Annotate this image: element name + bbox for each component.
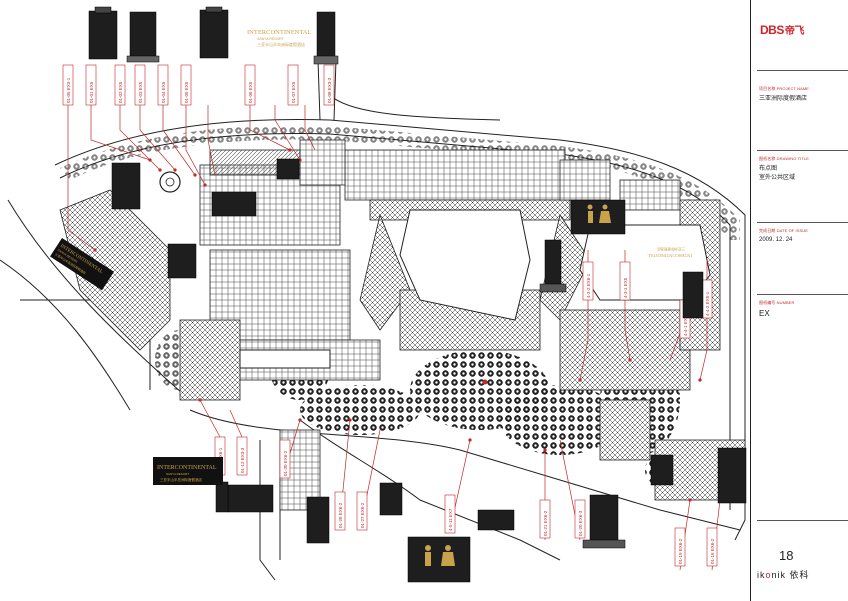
callout-label: 01-28 EX6-2 <box>338 502 343 528</box>
sign-illustrations <box>88 6 747 583</box>
date-value: 2009. 12. 24 <box>759 237 793 243</box>
ikonik-logo-part-a: ik <box>757 570 766 580</box>
ikonik-logo-cn: 依科 <box>789 570 810 580</box>
dbs-logo-cn: 帝飞 <box>784 26 805 37</box>
callout-label: 01-05 EX5 <box>184 81 189 103</box>
callout-label: 01-01 EX5 <box>89 81 94 103</box>
sign-location-markers <box>93 148 722 502</box>
callout-label: 01-20 EX6-3 <box>578 510 583 536</box>
brand-subtitle: SANYA RESORT <box>166 472 189 476</box>
number-value: EX <box>759 309 770 318</box>
dbs-logo: DBS帝飞 <box>760 22 804 37</box>
divider <box>757 70 848 71</box>
callout-label: 4-4-1 EX6-1 <box>683 311 688 336</box>
brand-name: INTERCONTINENTAL <box>647 253 692 258</box>
callout-label: 4-4-2 EX5-1 <box>705 291 710 316</box>
callout-label: 4-3-1 EX5 <box>623 277 628 298</box>
callout-label: 01-04 EX5 <box>161 81 166 103</box>
callouts-right: 4-3-2 EX6-1 4-3-1 EX5 4-4-1 EX6-1 4-4-2 … <box>582 261 713 339</box>
callout-label: 01-02 EX5 <box>118 81 123 103</box>
callout-label: 01-19 EX6-2 <box>678 538 683 564</box>
divider <box>757 222 848 223</box>
project-value: 三亚洲际度假酒店 <box>759 96 808 102</box>
page-number: 18 <box>779 548 794 563</box>
building-footprints <box>59 139 746 511</box>
drawing-title-value-1: 布点图 <box>759 166 778 172</box>
pool-areas <box>239 209 711 369</box>
dbs-logo-text: DBS <box>760 23 784 37</box>
callout-label: 01-03 EX5 <box>138 81 143 103</box>
drawing-title-label: 图纸名称 DRAWING TITLE <box>759 156 810 161</box>
callout-label: 01-27 EX6-2 <box>360 502 365 528</box>
project-label: 项目名称 PROJECT NAME <box>759 86 810 91</box>
site-plan: 01-05 EX3-1 01-01 EX5 01-02 EX5 01-03 EX… <box>0 6 747 583</box>
title-block: 项目名称 PROJECT NAME 三亚洲际度假酒店 图纸名称 DRAWING … <box>750 0 848 601</box>
fountain <box>159 171 181 193</box>
ikonik-logo-dot: o <box>765 570 772 580</box>
callouts-bottom: 01-10 EX6-1 01-12 EX3-3 01-30 EX6-2 01-2… <box>214 436 718 567</box>
callout-label: 01-12 EX3-3 <box>240 447 245 473</box>
callout-label: 01-06 EX5 <box>248 81 253 103</box>
toilet-sign-figures <box>425 204 611 566</box>
brand-name: INTERCONTINENTAL <box>247 29 311 36</box>
divider <box>757 520 848 521</box>
drawing-title-value-2: 室外公共区域 <box>759 175 796 181</box>
date-label: 完成日期 DATE OF ISSUE <box>759 228 809 233</box>
brand-plate-bottom: INTERCONTINENTAL SANYA RESORT 三亚半山半岛洲际度假… <box>153 457 223 485</box>
brand-plate-right: INTERCONTINENTAL 三亚洲际度假酒店 <box>647 247 692 258</box>
callout-label: 01-21 EX6-2 <box>543 510 548 536</box>
number-label: 图纸编号 NUMBER <box>759 300 795 305</box>
divider <box>757 294 848 295</box>
ikonik-logo-part-b: nik <box>771 570 787 580</box>
brand-name-cn: 三亚半山半岛洲际度假酒店 <box>160 477 202 482</box>
callout-label: 4-5-11 EX7 <box>448 508 453 531</box>
brand-name-cn: 三亚洲际度假酒店 <box>657 247 685 252</box>
callout-label: 01-08 EX3-3 <box>327 77 332 103</box>
callout-label: 01-05 EX3-1 <box>66 77 71 103</box>
callout-label: 01-07 EX5 <box>291 81 296 103</box>
callout-label: 4-3-2 EX6-1 <box>586 273 591 298</box>
callout-label: 01-16 EX6-2 <box>710 538 715 564</box>
brand-name-cn: 三亚半山半岛洲际度假酒店 <box>257 41 305 47</box>
callouts-top: 01-05 EX3-1 01-01 EX5 01-02 EX5 01-03 EX… <box>62 64 335 106</box>
brand-plate-top: INTERCONTINENTAL SANYA RESORT 三亚半山半岛洲际度假… <box>247 29 311 47</box>
divider <box>757 150 848 151</box>
ikonik-logo: ikonik 依科 <box>757 568 810 581</box>
callout-label: 01-30 EX6-2 <box>283 450 288 476</box>
brand-subtitle: SANYA RESORT <box>257 37 285 41</box>
brand-name: INTERCONTINENTAL <box>157 465 217 471</box>
